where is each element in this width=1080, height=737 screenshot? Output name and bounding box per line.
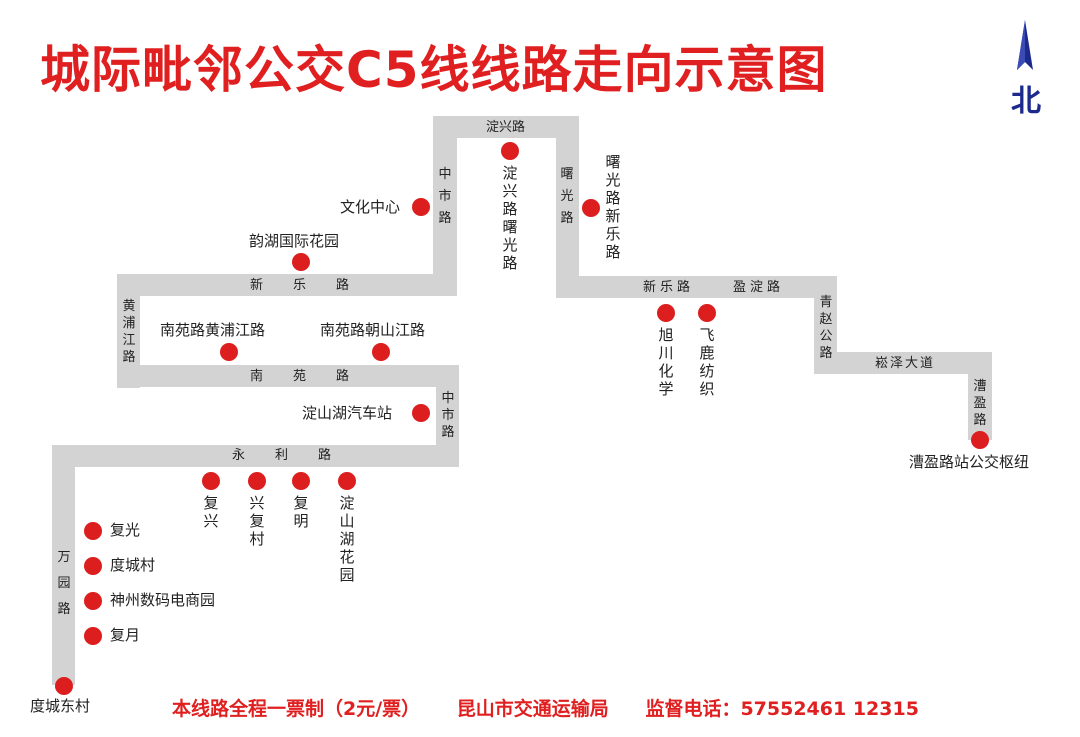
stop-label-dianshanhu-station: 淀山湖汽车站 xyxy=(302,404,393,422)
stop-dot-fuming xyxy=(292,472,310,490)
stop-dot-dianshanhu-station xyxy=(412,404,430,422)
stop-label-dianxing-shuguang: 淀兴路曙光路 xyxy=(502,164,518,272)
stop-label-fuyue: 复月 xyxy=(110,626,141,644)
road-dianxing xyxy=(433,116,579,138)
stop-dot-fuyue xyxy=(84,627,102,645)
stop-label-fuming: 复明 xyxy=(293,494,309,530)
stop-label-shenzhou: 神州数码电商园 xyxy=(110,591,216,609)
stop-dot-nanyuan-chaoshanjiang xyxy=(372,343,390,361)
road-label-yingdian: 盈淀路 xyxy=(733,280,785,295)
hotline-info: 监督电话：57552461 12315 xyxy=(645,698,919,720)
stop-label-feilu: 飞鹿纺织 xyxy=(699,326,715,398)
stop-label-nanyuan-chaoshanjiang: 南苑路朝山江路 xyxy=(320,321,426,339)
stop-label-fuxing: 复兴 xyxy=(203,494,219,530)
stop-dot-feilu xyxy=(698,304,716,322)
road-label-zhongshi-upper: 中市路 xyxy=(438,167,452,226)
road-yongli xyxy=(52,445,459,467)
map-title: 城际毗邻公交C5线线路走向示意图 xyxy=(40,41,828,99)
stop-dot-shenzhou xyxy=(84,592,102,610)
stop-label-shuguang-xinle: 曙光路新乐路 xyxy=(605,153,621,261)
stop-label-wenhua: 文化中心 xyxy=(340,198,401,216)
authority-name: 昆山市交通运输局 xyxy=(456,698,609,720)
north-arrow-icon xyxy=(1017,20,1033,70)
fare-info: 本线路全程一票制（2元/票） xyxy=(172,698,421,720)
stop-dot-nanyuan-huangpujiang xyxy=(220,343,238,361)
stop-dot-shuguang-xinle xyxy=(582,199,600,217)
compass-north-label: 北 xyxy=(1011,84,1041,119)
road-caoying xyxy=(968,352,992,440)
stop-dot-wenhua xyxy=(412,198,430,216)
road-label-xinle-left: 新乐路 xyxy=(250,278,380,293)
stop-dot-duchengcun xyxy=(84,557,102,575)
road-shuguang xyxy=(556,116,579,298)
stop-dot-dianshanhu-garden xyxy=(338,472,356,490)
stop-label-nanyuan-huangpujiang: 南苑路黄浦江路 xyxy=(160,321,266,339)
stop-dot-dianxing-shuguang xyxy=(501,142,519,160)
road-label-zhongshi-lower: 中市路 xyxy=(441,391,455,440)
stop-label-dianshanhu-garden: 淀山湖花园 xyxy=(339,494,355,584)
stop-label-xingfucun: 兴复村 xyxy=(249,494,265,548)
road-label-yongli: 永利路 xyxy=(232,448,362,463)
stop-label-xuchuan: 旭川化学 xyxy=(658,326,674,398)
stop-label-duchengcun: 度城村 xyxy=(110,556,156,574)
stop-label-yunhu: 韵湖国际花园 xyxy=(249,232,340,250)
road-label-wanyuan: 万园路 xyxy=(57,550,71,617)
stop-dot-duchengdongcun xyxy=(55,677,73,695)
road-label-huangpujiang: 黄浦江路 xyxy=(122,299,136,365)
stop-dot-fuxing xyxy=(202,472,220,490)
stop-label-fuguang: 复光 xyxy=(110,521,141,539)
road-zhongshi-lower xyxy=(436,365,459,467)
road-huangpujiang xyxy=(117,274,140,388)
road-songze xyxy=(814,352,992,374)
stop-dot-yunhu xyxy=(292,253,310,271)
road-xinle-left xyxy=(117,274,457,296)
road-qingzhao xyxy=(814,276,837,374)
stop-dot-xingfucun xyxy=(248,472,266,490)
stop-dot-xuchuan xyxy=(657,304,675,322)
road-xinle-yingdian xyxy=(556,276,837,298)
stop-dot-fuguang xyxy=(84,522,102,540)
route-roads xyxy=(52,116,992,685)
road-label-nanyuan: 南苑路 xyxy=(250,369,380,384)
road-label-shuguang: 曙光路 xyxy=(560,167,574,226)
road-label-dianxing: 淀兴路 xyxy=(486,120,526,135)
road-wanyuan xyxy=(52,445,75,685)
stop-label-caoying-hub: 漕盈路站公交枢纽 xyxy=(909,453,1030,471)
road-label-xinle-right: 新乐路 xyxy=(643,280,695,295)
road-label-qingzhao: 青赵公路 xyxy=(819,295,833,361)
road-label-songze: 崧泽大道 xyxy=(875,356,936,371)
footer-info: 本线路全程一票制（2元/票） 昆山市交通运输局 监督电话：57552461 12… xyxy=(172,694,1052,721)
stop-label-duchengdongcun: 度城东村 xyxy=(30,697,91,715)
road-label-caoying: 漕盈路 xyxy=(973,379,987,428)
road-zhongshi-upper xyxy=(433,116,457,288)
road-nanyuan xyxy=(117,365,459,387)
stop-dot-caoying-hub xyxy=(971,431,989,449)
route-stops xyxy=(55,142,989,695)
